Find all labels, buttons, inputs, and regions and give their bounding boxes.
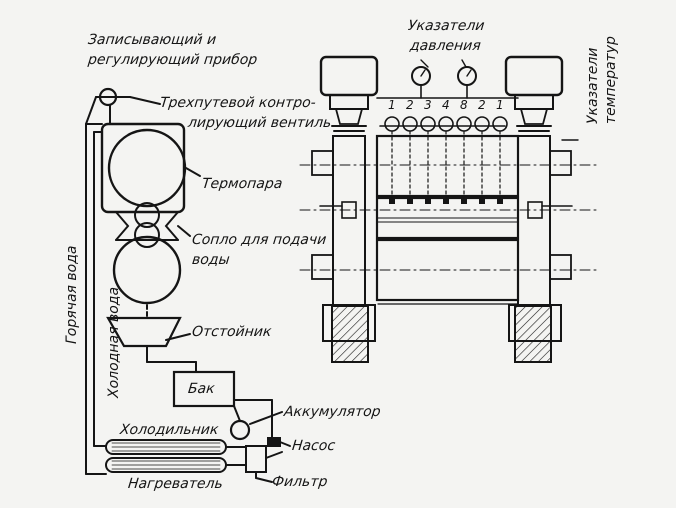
pump-filter — [245, 437, 291, 483]
zone-number: 3 — [424, 98, 432, 112]
nozzle-label-2: воды — [191, 252, 231, 268]
accumulator — [229, 405, 283, 441]
centre-lines — [299, 164, 601, 271]
zone-number: 1 — [496, 98, 504, 112]
thermocouple-label: Термопара — [201, 176, 284, 192]
cold-water-label: Холодная вода — [106, 286, 122, 398]
valve-label-2: лирующий вентиль — [187, 115, 333, 131]
temp-indicators-label-2: температур — [603, 36, 619, 124]
roll-housing — [85, 122, 201, 214]
thermocouple-row — [379, 116, 508, 132]
filter-label: Фильтр — [271, 474, 329, 490]
pump-label: Насос — [291, 438, 336, 454]
accumulator-label: Аккумулятор — [283, 404, 382, 420]
heater — [105, 457, 227, 473]
leader-lines — [420, 59, 579, 141]
tank — [172, 370, 236, 408]
heater-label: Нагреватель — [127, 476, 224, 492]
hot-water-label: Горячая вода — [64, 245, 80, 344]
zone-number: 1 — [388, 98, 396, 112]
left-housing — [311, 55, 379, 363]
right-housing — [504, 55, 572, 363]
settler-label: Отстойник — [191, 324, 273, 340]
cooler — [105, 439, 227, 455]
lower-roll — [112, 235, 182, 305]
zone-number: 4 — [442, 98, 450, 112]
recorder-label-1: Записывающий и — [87, 32, 217, 48]
piping — [85, 96, 283, 475]
roll-barrels — [375, 134, 520, 305]
recorder-label-2: регулирующий прибор — [87, 52, 259, 68]
zone-number: 8 — [460, 98, 468, 112]
roll-necks — [319, 201, 573, 219]
pressure-gauges — [376, 66, 519, 99]
recorder-instrument — [95, 87, 161, 107]
upper-roll — [107, 128, 187, 208]
thermocouple-leads — [391, 130, 501, 201]
valve-label-1: Трехпутевой контро- — [159, 95, 317, 111]
pressure-gauges-label-1: Указатели — [407, 18, 486, 34]
temp-indicators-label-1: Указатели — [585, 47, 601, 124]
nozzle-label-1: Сопло для подачи — [191, 232, 328, 248]
pressure-gauges-label-2: давления — [409, 38, 482, 54]
zone-number: 2 — [478, 98, 486, 112]
settler — [106, 304, 197, 373]
water-nozzles — [115, 202, 191, 248]
zone-number: 2 — [406, 98, 414, 112]
tank-label: Бак — [187, 381, 216, 397]
thermocouple-tips — [389, 199, 503, 204]
cooler-label: Холодильник — [119, 422, 220, 438]
